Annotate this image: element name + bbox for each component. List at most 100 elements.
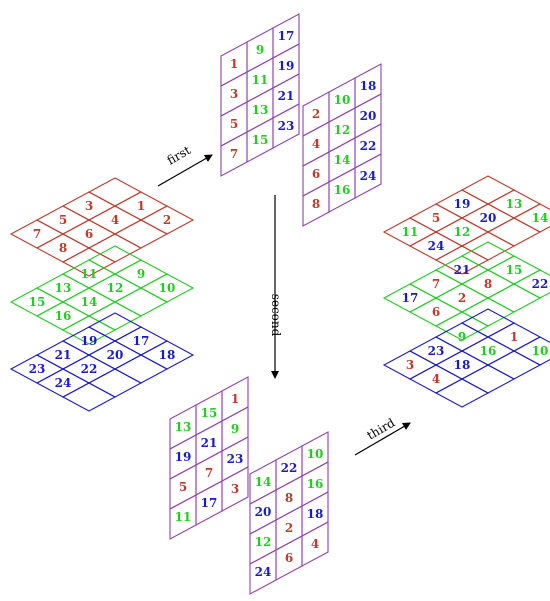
cell-number: 9 bbox=[256, 43, 264, 57]
cell-number: 22 bbox=[360, 139, 377, 153]
cell-number: 13 bbox=[175, 420, 192, 434]
cell-number: 10 bbox=[532, 344, 549, 358]
cell-number: 7 bbox=[432, 277, 440, 291]
cell-number: 17 bbox=[133, 334, 150, 348]
grid-cell bbox=[434, 378, 490, 408]
cell-number: 3 bbox=[406, 358, 414, 372]
cell-number: 14 bbox=[255, 475, 272, 489]
cell-number: 23 bbox=[278, 119, 295, 133]
cell-number: 5 bbox=[230, 117, 238, 131]
cell-number: 20 bbox=[107, 348, 124, 362]
grid-cell bbox=[434, 245, 490, 275]
grid-cell bbox=[301, 521, 329, 567]
cell-number: 8 bbox=[285, 491, 293, 505]
cell-number: 14 bbox=[532, 211, 549, 225]
label-first: first bbox=[165, 143, 194, 168]
cell-number: 15 bbox=[506, 263, 523, 277]
cell-number: 14 bbox=[81, 295, 98, 309]
cell-number: 22 bbox=[532, 277, 549, 291]
cell-number: 22 bbox=[81, 362, 98, 376]
cell-number: 19 bbox=[454, 197, 471, 211]
cell-number: 11 bbox=[175, 510, 192, 524]
cell-number: 6 bbox=[312, 167, 320, 181]
cell-number: 22 bbox=[281, 461, 298, 475]
cell-number: 17 bbox=[201, 496, 218, 510]
cell-number: 12 bbox=[334, 123, 351, 137]
cell-number: 6 bbox=[285, 551, 293, 565]
cell-number: 12 bbox=[255, 535, 272, 549]
arrow-first: first bbox=[157, 143, 213, 187]
cell-number: 5 bbox=[179, 480, 187, 494]
cell-number: 4 bbox=[111, 213, 119, 227]
cell-number: 12 bbox=[454, 225, 471, 239]
grid-cell bbox=[61, 315, 117, 345]
cell-number: 3 bbox=[85, 199, 93, 213]
cell-number: 9 bbox=[458, 330, 466, 344]
cell-number: 23 bbox=[227, 452, 244, 466]
cell-number: 3 bbox=[230, 87, 238, 101]
grid-cell bbox=[113, 219, 169, 249]
cell-number: 23 bbox=[428, 344, 445, 358]
cell-number: 2 bbox=[163, 213, 171, 227]
cell-number: 4 bbox=[432, 372, 440, 386]
grid-cell bbox=[272, 103, 300, 149]
arrow-third: third bbox=[354, 415, 411, 456]
arrow-second: second bbox=[269, 195, 283, 379]
cell-number: 13 bbox=[252, 103, 269, 117]
cell-number: 15 bbox=[252, 133, 269, 147]
cell-number: 7 bbox=[230, 147, 238, 161]
cell-number: 10 bbox=[307, 447, 324, 461]
grid-cell bbox=[354, 153, 382, 199]
cell-number: 13 bbox=[55, 281, 72, 295]
cell-number: 18 bbox=[454, 358, 471, 372]
cell-number: 4 bbox=[312, 137, 320, 151]
cell-number: 9 bbox=[137, 267, 145, 281]
grid-cell bbox=[460, 297, 516, 327]
cell-number: 20 bbox=[360, 109, 377, 123]
cell-number: 8 bbox=[312, 197, 320, 211]
cell-number: 5 bbox=[59, 213, 67, 227]
cell-number: 1 bbox=[231, 392, 239, 406]
grid-cell bbox=[87, 233, 143, 263]
cell-number: 2 bbox=[285, 521, 293, 535]
cell-number: 19 bbox=[81, 334, 98, 348]
cell-number: 3 bbox=[231, 482, 239, 496]
cell-number: 1 bbox=[230, 57, 238, 71]
cell-number: 11 bbox=[402, 225, 419, 239]
grid-cell bbox=[87, 177, 143, 207]
cell-number: 24 bbox=[55, 376, 72, 390]
cell-number: 8 bbox=[59, 241, 67, 255]
cell-number: 17 bbox=[278, 29, 295, 43]
grid-cell bbox=[460, 308, 516, 338]
stacks-group: 1234567891011121314151617181920212223241… bbox=[9, 13, 550, 595]
cell-number: 17 bbox=[402, 291, 419, 305]
label-third: third bbox=[365, 415, 398, 442]
cell-number: 16 bbox=[334, 183, 351, 197]
cell-number: 18 bbox=[307, 507, 324, 521]
cell-number: 6 bbox=[85, 227, 93, 241]
cell-number: 21 bbox=[454, 263, 471, 277]
cell-number: 20 bbox=[480, 211, 497, 225]
grid-cell bbox=[61, 382, 117, 412]
cell-number: 4 bbox=[311, 537, 319, 551]
cell-number: 2 bbox=[312, 107, 320, 121]
cell-number: 24 bbox=[255, 565, 272, 579]
grid-cell bbox=[61, 247, 117, 277]
cell-number: 15 bbox=[201, 406, 218, 420]
cell-number: 9 bbox=[231, 422, 239, 436]
cell-number: 21 bbox=[55, 348, 72, 362]
cell-number: 21 bbox=[201, 436, 218, 450]
cell-number: 1 bbox=[137, 199, 145, 213]
cell-number: 18 bbox=[159, 348, 176, 362]
cell-number: 16 bbox=[480, 344, 497, 358]
